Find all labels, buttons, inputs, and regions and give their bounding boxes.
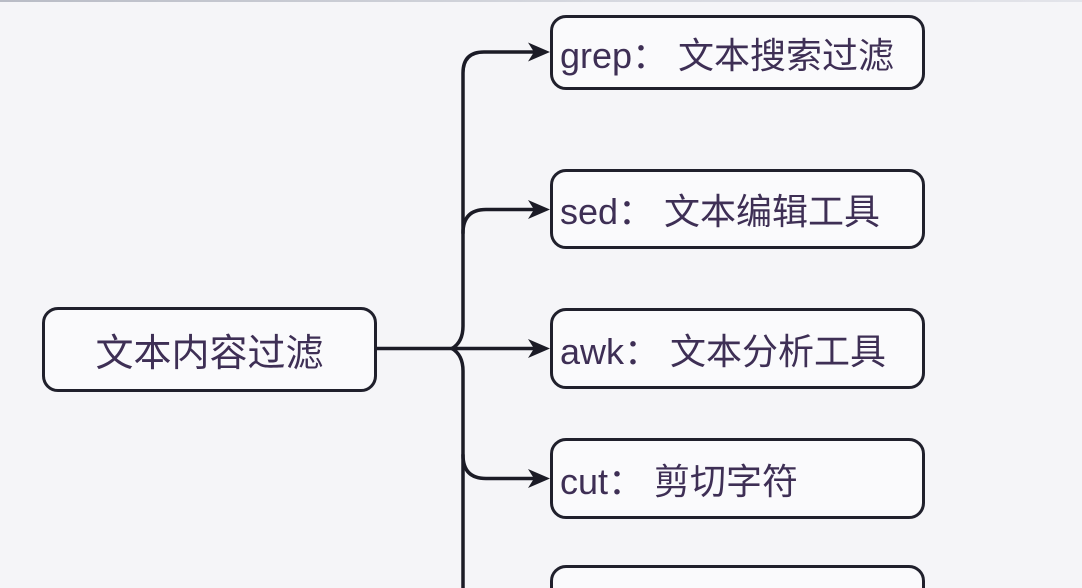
connector-trunk-down	[450, 346, 465, 588]
connector-trunk-up-grep	[450, 50, 537, 351]
top-edge-line	[0, 0, 1082, 2]
root-node: 文本内容过滤	[42, 307, 377, 392]
connector-sed	[461, 207, 537, 235]
node-grep: grep： 文本搜索过滤	[550, 15, 925, 90]
connector-cut	[461, 453, 537, 481]
node-awk: awk： 文本分析工具	[550, 308, 925, 389]
node-sed: sed： 文本编辑工具	[550, 169, 925, 249]
root-node-label: 文本内容过滤	[95, 333, 324, 375]
arrowhead-cut	[528, 469, 550, 488]
node-partial-bottom	[550, 565, 925, 588]
node-sed-label: sed： 文本编辑工具	[560, 191, 881, 232]
node-cut: cut： 剪切字符	[550, 438, 925, 519]
node-cut-label: cut： 剪切字符	[560, 460, 799, 502]
arrowhead-grep	[528, 42, 550, 62]
node-awk-label: awk： 文本分析工具	[560, 330, 887, 372]
node-grep-label: grep： 文本搜索过滤	[560, 34, 895, 76]
arrowhead-sed	[528, 200, 550, 219]
arrowhead-awk	[528, 339, 550, 358]
